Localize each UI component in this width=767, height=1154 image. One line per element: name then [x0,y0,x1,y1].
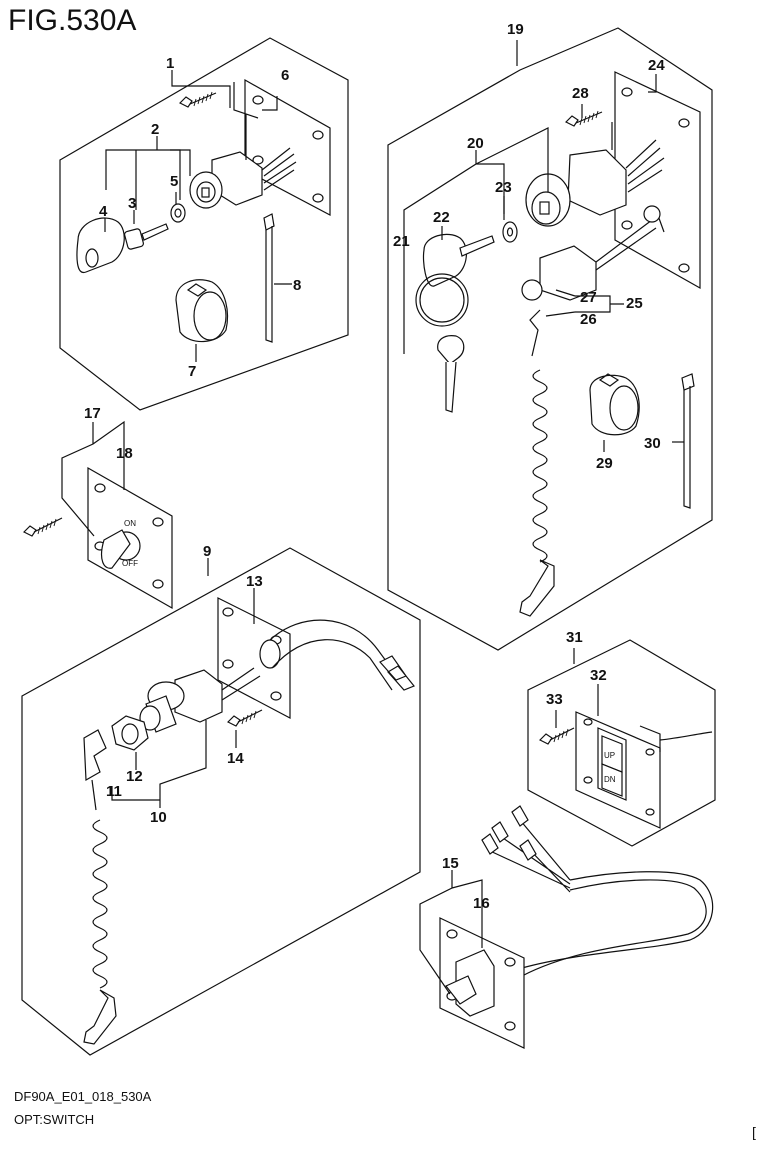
plate-part-13 [217,597,415,719]
lanyard-part-26 [519,309,555,617]
callout-24: 24 [648,57,665,74]
figure-name: OPT:SWITCH [14,1112,95,1127]
callout-33: 33 [546,691,563,708]
callout-15: 15 [442,855,459,872]
toggle-on-text: ON [124,519,136,528]
cap-part-7 [175,279,229,343]
tie-band-part-8 [263,213,275,343]
callout-22: 22 [433,209,450,226]
callout-27: 27 [580,289,597,306]
lanyard-part-11 [83,729,117,1045]
leader-lines-group-15 [419,870,483,995]
key-switch-body-part-2 [189,114,297,209]
trim-up-text: UP [604,751,615,760]
toggle-off-text: OFF [122,559,138,568]
callout-16: 16 [473,895,490,912]
trim-switch-part-32: UP DN [575,711,713,829]
tie-band-part-30 [681,373,695,509]
harness-wires [481,805,714,977]
callout-30: 30 [644,435,661,452]
callout-1: 1 [166,55,174,72]
key-switch-body-part-20 [525,122,665,227]
callout-7: 7 [188,363,196,380]
plate-part-16 [439,917,525,1049]
callout-4: 4 [99,203,108,220]
callout-3: 3 [128,195,136,212]
callout-labels: 1 2 3 4 5 6 7 8 9 10 11 12 13 14 15 16 1… [84,21,665,912]
callout-28: 28 [572,85,589,102]
callout-32: 32 [590,667,607,684]
callout-26: 26 [580,311,597,328]
callout-25: 25 [626,295,643,312]
callout-29: 29 [596,455,613,472]
callout-14: 14 [227,750,244,767]
screw-part-17 [22,517,63,537]
callout-23: 23 [495,179,512,196]
figure-title: FIG.530A [8,4,137,37]
washer-part-23 [502,221,518,243]
screw-part-28 [564,110,603,127]
group-box-31 [527,639,716,847]
leader-lines-group-1 [104,70,292,362]
group-box-19 [387,27,713,651]
stop-switch-part-10 [139,667,261,733]
callout-31: 31 [566,629,583,646]
callout-2: 2 [151,121,159,138]
edge-mark: [ [752,1124,756,1140]
callout-9: 9 [203,543,211,560]
callout-8: 8 [293,277,301,294]
screw-part-14 [226,709,263,727]
key-part-3 [124,223,169,250]
screw-part-1 [178,91,217,108]
group-box-1 [59,37,349,411]
callout-11: 11 [106,783,122,800]
callout-21: 21 [393,233,410,250]
leader-lines-group-19 [403,40,684,452]
callout-17: 17 [84,405,101,422]
trim-dn-text: DN [604,775,616,784]
callout-10: 10 [150,809,167,826]
stop-switch-part-25 [521,205,665,301]
figure-code: DF90A_E01_018_530A [14,1089,152,1104]
cap-part-29 [589,373,640,436]
callout-6: 6 [281,67,289,84]
cap-part-4 [76,217,125,274]
callout-19: 19 [507,21,524,38]
leader-lines-toggle [61,420,125,537]
callout-20: 20 [467,135,484,152]
leader-lines-group-31 [555,648,599,728]
nut-part-12 [111,715,149,751]
plate-part-24 [614,71,701,290]
screw-part-33 [538,727,575,745]
leader-lines-group-9 [111,558,255,808]
callout-12: 12 [126,768,143,785]
key-part-22 [415,233,495,413]
washer-part-5 [170,203,186,223]
callout-5: 5 [170,173,178,190]
group-box-9 [21,547,421,1056]
callout-13: 13 [246,573,263,590]
callout-18: 18 [116,445,133,462]
plate-part-18: ON OFF [87,466,173,610]
